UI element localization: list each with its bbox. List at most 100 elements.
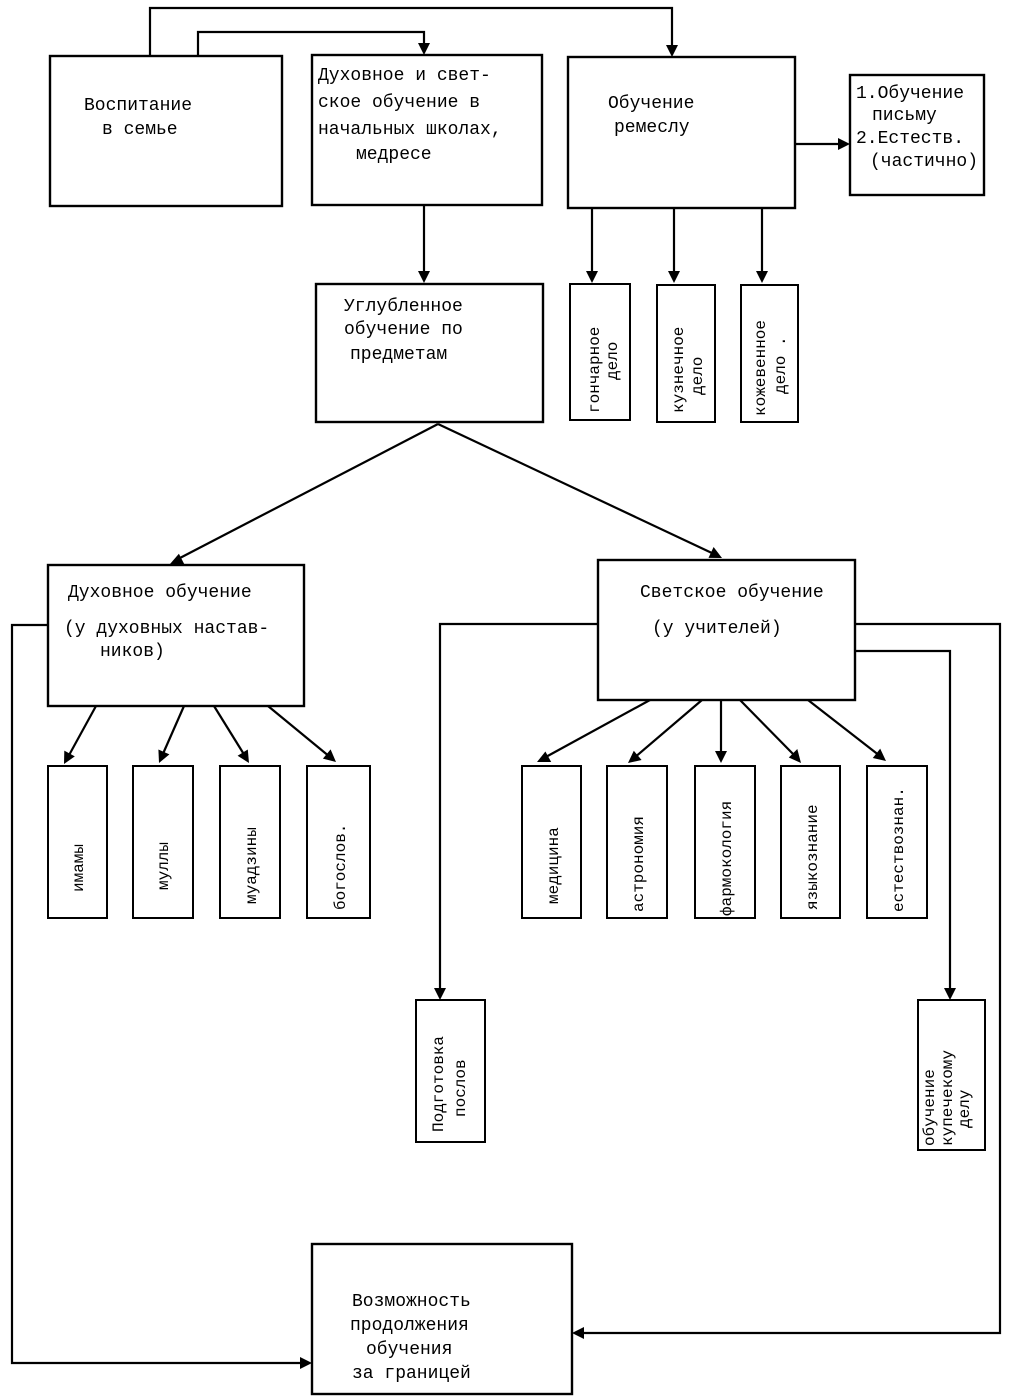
leather-label-line: кожевенное xyxy=(752,320,770,416)
family-box-line: в семье xyxy=(102,120,178,140)
arrowhead xyxy=(158,749,170,763)
abroad-box-line: продолжения xyxy=(350,1316,469,1336)
connector-spiritual-to-abroad xyxy=(10,623,304,1365)
astronomy-box: астрономия xyxy=(606,765,668,919)
subject-boxes: медицина астрономия фармокология языкозн… xyxy=(521,765,928,919)
connector-spiritual-to-muezzins xyxy=(213,705,246,757)
connector-spiritual-to-theologians xyxy=(267,705,331,758)
pottery-box: гончарное дело xyxy=(569,283,631,421)
primary-schools-box-line: Духовное и свет- xyxy=(318,66,491,86)
advanced-study-box: Углубленное обучение по предметам xyxy=(314,282,545,424)
imams-label: имамы xyxy=(70,844,88,892)
natural-science-box: естествознан. xyxy=(866,765,928,919)
advanced-study-box-line: предметам xyxy=(350,345,447,365)
pharmacology-label: фармокология xyxy=(718,801,736,916)
arrowhead xyxy=(586,271,598,283)
writing-box: 1.Обучение письму 2.Естеств. (частично) xyxy=(848,73,986,197)
craft-box-line: Обучение xyxy=(608,93,694,114)
merchant-label-line: делу xyxy=(956,1089,974,1128)
spiritual-box-line: ников) xyxy=(100,642,165,662)
arrowhead xyxy=(628,750,642,763)
smithing-label-line: кузнечное xyxy=(670,327,688,413)
leather-box: кожевенное дело . xyxy=(740,284,799,423)
medicine-box: медицина xyxy=(521,765,582,919)
connector-secular-to-merchant xyxy=(855,649,952,992)
arrowhead xyxy=(322,749,336,762)
writing-box-line: 2.Естеств. xyxy=(856,129,964,149)
writing-box-line: (частично) xyxy=(870,152,978,172)
arrowhead xyxy=(64,750,75,764)
primary-schools-box-line: начальных школах, xyxy=(318,120,502,140)
abroad-box-line: Возможность xyxy=(352,1292,471,1312)
spiritual-box-line: Духовное обучение xyxy=(68,582,252,603)
ambassadors-label-line: Подготовка xyxy=(430,1036,448,1132)
primary-schools-box-line: медресе xyxy=(356,145,432,165)
leather-label-line: дело . xyxy=(772,336,790,394)
smithing-label-line: дело xyxy=(689,357,707,395)
connectors xyxy=(10,6,1002,1369)
arrowhead xyxy=(838,138,850,150)
advanced-study-box-line: обучение по xyxy=(344,319,463,340)
secular-box: Светское обучение (у учителей) xyxy=(596,558,857,702)
arrowhead xyxy=(418,271,430,283)
muezzins-label: муадзины xyxy=(243,827,261,904)
connector-secular-to-abroad xyxy=(580,622,1002,1335)
craft-box: Обучение ремеслу xyxy=(566,55,797,210)
connector-spiritual-to-imams xyxy=(67,705,97,758)
connector-spiritual-to-mullahs xyxy=(160,705,186,757)
natural-science-label: естествознан. xyxy=(890,787,908,912)
imams-box: имамы xyxy=(47,765,108,919)
spiritual-box: Духовное обучение (у духовных настав- ни… xyxy=(46,563,306,708)
connector-secular-to-natural-science xyxy=(807,699,881,757)
arrowhead xyxy=(708,547,722,558)
arrowhead xyxy=(872,748,886,761)
arrowhead xyxy=(418,43,430,55)
arrowhead xyxy=(715,751,727,763)
family-box-line: Воспитание xyxy=(84,96,192,116)
theologians-label: богослов. xyxy=(332,824,350,910)
arrowhead xyxy=(537,751,552,762)
connector-family-to-primary xyxy=(196,30,426,56)
mullahs-box: муллы xyxy=(132,765,194,919)
merchant-box: обучение купечекому делу xyxy=(917,999,986,1151)
connector-secular-to-medicine xyxy=(543,699,651,759)
pottery-label-line: дело xyxy=(604,342,622,380)
secular-box-line: Светское обучение xyxy=(640,582,824,603)
abroad-box-line: обучения xyxy=(366,1339,452,1360)
primary-schools-box-line: ское обучение в xyxy=(318,92,480,113)
arrowhead xyxy=(237,749,249,763)
arrowhead xyxy=(170,553,185,565)
arrowhead xyxy=(572,1327,584,1339)
connector-secular-to-astronomy xyxy=(633,699,703,759)
connector-advanced-to-secular xyxy=(437,423,715,555)
arrowhead xyxy=(300,1357,312,1369)
connector-secular-to-linguistics xyxy=(739,699,797,758)
connector-advanced-to-spiritual xyxy=(177,423,439,560)
abroad-box-line: за границей xyxy=(352,1364,471,1384)
smithing-box: кузнечное дело xyxy=(656,284,716,423)
merchant-label-line: обучение xyxy=(921,1069,939,1146)
arrowhead xyxy=(666,45,678,57)
muezzins-box: муадзины xyxy=(219,765,281,919)
connector-family-to-craft xyxy=(148,6,674,56)
medicine-label: медицина xyxy=(545,827,563,904)
mullahs-label: муллы xyxy=(155,842,173,890)
pottery-label-line: гончарное xyxy=(586,327,604,413)
merchant-label-line: купечекому xyxy=(939,1050,957,1146)
astronomy-label: астрономия xyxy=(630,816,648,912)
advanced-study-box-line: Углубленное xyxy=(344,296,463,317)
secular-box-line: (у учителей) xyxy=(652,619,782,639)
linguistics-label: языкознание xyxy=(804,804,822,910)
ambassadors-box: Подготовка послов xyxy=(415,999,486,1143)
family-box: Воспитание в семье xyxy=(48,54,284,208)
arrowhead xyxy=(756,271,768,283)
linguistics-box: языкознание xyxy=(780,765,841,919)
arrowhead xyxy=(944,988,956,1000)
clergy-boxes: имамы муллы муадзины богослов. xyxy=(47,765,371,919)
ambassadors-label-line: послов xyxy=(452,1059,470,1117)
primary-schools-box: Духовное и свет- ское обучение в начальн… xyxy=(310,53,544,207)
abroad-box: Возможность продолжения обучения за гран… xyxy=(310,1242,574,1396)
pharmacology-box: фармокология xyxy=(694,765,756,919)
arrowhead xyxy=(788,749,801,763)
